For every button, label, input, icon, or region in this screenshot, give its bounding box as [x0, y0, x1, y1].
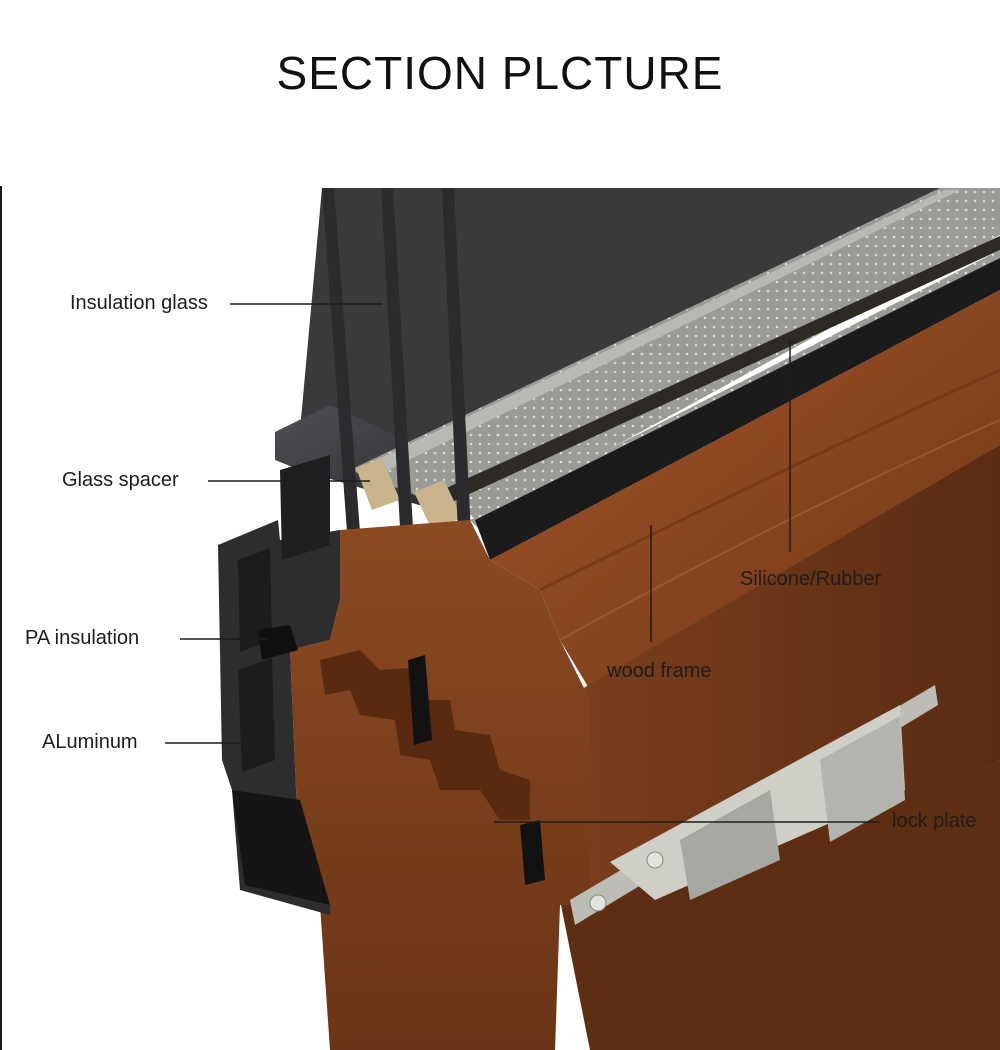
label-glass-spacer: Glass spacer	[62, 469, 179, 491]
label-lock-plate: lock plate	[892, 810, 977, 832]
glass-panes	[322, 188, 473, 575]
photo-border	[0, 186, 2, 1050]
label-insulation-glass: Insulation glass	[70, 292, 208, 314]
lock-plate-shape	[570, 685, 938, 925]
label-aluminum: ALuminum	[42, 731, 138, 753]
label-pa-insulation: PA insulation	[25, 627, 140, 649]
glass-spacer-shape	[356, 458, 462, 530]
leader-lines	[165, 303, 880, 823]
page-title: SECTION PLCTURE	[276, 47, 724, 99]
label-wood-frame: wood frame	[607, 660, 712, 682]
wood-frame-top	[490, 290, 1000, 690]
silicone-rubber-strip	[475, 258, 1000, 560]
label-silicone-rubber: Silicone/Rubber	[740, 568, 882, 590]
